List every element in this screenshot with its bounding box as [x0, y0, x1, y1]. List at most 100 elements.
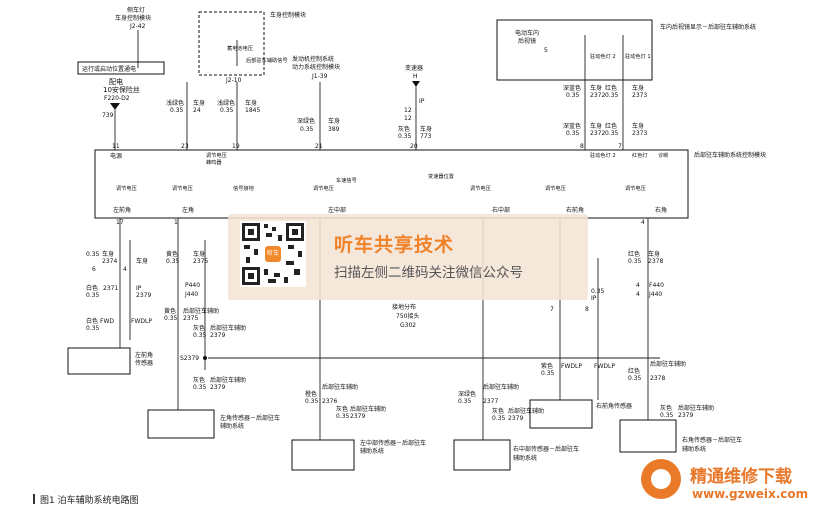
mirror-pin: 5: [544, 47, 548, 54]
wire-color-light-green-b: 浅绿色: [217, 99, 235, 107]
ecm-label-a: 发动机控制系统: [292, 55, 334, 63]
right-front-sensor-box: [529, 399, 593, 429]
wire-2379-f: 2379: [678, 412, 693, 419]
figure-caption: 图1 泊车辅助系统电路图: [40, 496, 139, 506]
wire-ip-rf: IP: [591, 295, 597, 302]
wire-gauge-rc-a: 0.35: [628, 258, 642, 265]
wire-2373-a: 2373: [632, 92, 647, 99]
trans-ip: IP: [419, 98, 425, 105]
right-side-label: 右角: [655, 206, 667, 214]
pin-4-b: 4: [123, 266, 127, 273]
rear-assist-c: 后部驻车辅助: [210, 376, 246, 384]
right-middle-sensor-box: [453, 439, 511, 471]
left-middle-sensor-box: [291, 439, 355, 471]
wire-color-dark-green: 深绿色: [297, 117, 315, 125]
fwdlp-label-a: FWDLP: [131, 318, 152, 325]
wire-color-light-green-a: 浅绿色: [166, 99, 184, 107]
wire-ip-lf: IP: [136, 285, 142, 292]
rear-assist-e: 后部驻车辅助: [350, 405, 386, 413]
wire-2375-a: 2375: [193, 258, 208, 265]
fuse-id-label: F220-D2: [104, 95, 130, 102]
wire-2373-b: 2373: [632, 130, 647, 137]
body-module-connector-label: 车身控制模块: [115, 14, 151, 22]
s2379-splice-dot: [203, 356, 207, 360]
wire-gauge-lm-a: 0.35: [305, 398, 319, 405]
wire-color-gray-e: 灰色: [660, 404, 672, 412]
wire-body-b: 车身: [245, 99, 257, 107]
trans-label-b: H: [413, 73, 418, 80]
fuse-rating-label: 10安保险丝: [103, 85, 140, 94]
lm-sensor-label-a: 左中部传感器－后部驻车: [360, 439, 426, 447]
reverse-signal-label: 后部驻车辅助信号: [246, 56, 288, 64]
wire-gauge-lm-b: 0.35: [336, 413, 350, 420]
rear-assist-h: 后部驻车辅助: [650, 360, 686, 368]
dim-switch-label-a: 调节电压: [206, 151, 227, 159]
wire-body-h: 车身: [632, 122, 644, 130]
rear-assist-a: 后部驻车辅助: [183, 307, 219, 315]
overlay-subtitle: 扫描左侧二维码关注微信公众号: [334, 265, 523, 281]
wire-color-yellow-a: 黄色: [166, 250, 178, 258]
left-corner-sensor-box: [147, 409, 215, 439]
power-label: 电源: [110, 152, 122, 160]
watermark-url[interactable]: www.gzweix.com: [692, 487, 809, 501]
wire-body-rc: 车身: [648, 250, 660, 258]
side-lamp-label: 侧车灯: [127, 6, 145, 14]
lf-sensor-label-a: 左前角: [135, 351, 153, 359]
connector-j2-42: J2-42: [129, 23, 146, 30]
body-control-module-label: 车身控制模块: [270, 11, 306, 19]
wire-2379-b: 2379: [210, 332, 225, 339]
mirror-lamp-2: 驻动色灯 2: [590, 52, 616, 60]
trans-label-a: 变速器: [405, 64, 423, 72]
qr-logo-badge: 听车: [265, 246, 281, 262]
pin-4-d: 4: [636, 291, 640, 298]
f440-label: F440: [649, 282, 664, 289]
dim-switch-label-d: 调节电压: [313, 184, 334, 192]
pin-6-a: 6: [92, 266, 96, 273]
wire-color-red-b: 红色: [605, 122, 617, 130]
trans-arrow: [412, 81, 420, 87]
rear-assist-f: 后部驻车辅助: [483, 383, 519, 391]
wire-2377: 2377: [483, 398, 498, 405]
wire-color-gray-d: 灰色: [492, 407, 504, 415]
dim-switch-label-e: 调节电压: [470, 184, 491, 192]
pin-4-c: 4: [636, 282, 640, 289]
wire-color-gray-c: 灰色: [336, 405, 348, 413]
wire-color-dark-green-b: 深绿色: [458, 390, 476, 398]
g302-label: G302: [400, 322, 416, 329]
left-middle-label: 左中部: [328, 206, 346, 214]
wire-2379-e: 2379: [508, 415, 523, 422]
wire-gauge-rm-b: 0.35: [492, 415, 506, 422]
trans-pin-12a: 12: [404, 107, 412, 114]
wire-body-d: 车身: [420, 125, 432, 133]
wire-white: 白色: [86, 284, 98, 292]
wire-gauge-rc-b: 0.35: [628, 375, 642, 382]
wire-2379-d: 2379: [350, 413, 365, 420]
vehicle-speed-label: 车速信号: [336, 176, 357, 184]
wire-body-a: 车身: [193, 99, 205, 107]
wire-gauge-rm-a: 0.35: [458, 398, 472, 405]
left-corner-label: 左角: [182, 206, 194, 214]
ground-dist-label: 接地分布: [392, 303, 416, 311]
pin-19: 19: [232, 143, 240, 150]
ground-750-label: 750接头: [396, 312, 419, 320]
wire-color-gray: 灰色: [398, 125, 410, 133]
rc-sensor-label-b: 辅助系统: [682, 445, 706, 453]
connector-j1-39: J1-39: [311, 73, 328, 80]
rm-sensor-label-b: 辅助系统: [513, 454, 537, 462]
dim-switch-label-f: 调节电压: [545, 184, 566, 192]
wire-2378-b: 2378: [650, 375, 665, 382]
qr-code[interactable]: 听车: [240, 221, 306, 287]
wire-color-dark-blue-b: 深蓝色: [563, 122, 581, 130]
mirror-lamp-1: 驻动色灯 1: [625, 52, 651, 60]
trans-pin-12b: 12: [404, 115, 412, 122]
wire-color-red-d: 红色: [628, 367, 640, 375]
wire-body-c: 车身: [328, 117, 340, 125]
buzzer-label: 蜂鸣器: [206, 158, 222, 166]
watermark-name[interactable]: 精通维修下载: [690, 467, 792, 487]
p440-label: P440: [185, 282, 200, 289]
wire-gauge-g: 0.35: [566, 130, 580, 137]
wire-color-purple: 紫色: [541, 362, 553, 370]
wire-gauge-h: 0.35: [605, 130, 619, 137]
caption-bar: [33, 494, 35, 504]
fwd-label: FWD: [100, 318, 114, 325]
